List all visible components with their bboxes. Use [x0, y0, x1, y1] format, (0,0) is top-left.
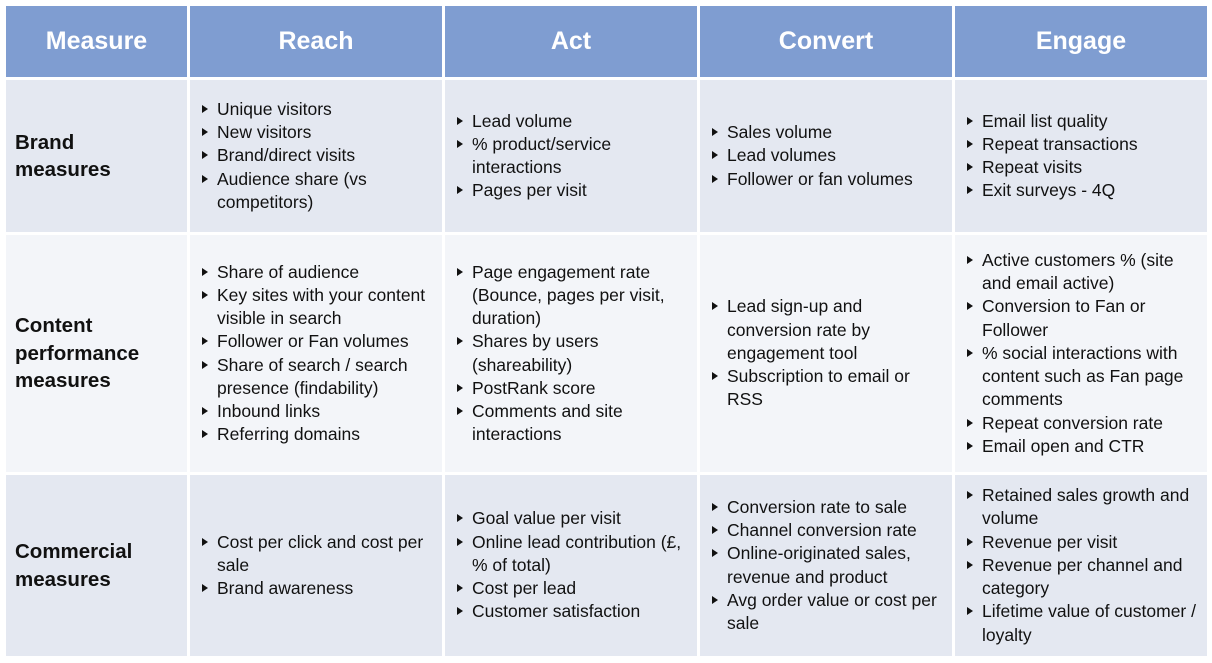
list-item: Repeat transactions: [965, 133, 1199, 156]
list-item: Pages per visit: [455, 179, 689, 202]
list-item: Brand/direct visits: [200, 144, 434, 167]
list-item: Follower or fan volumes: [710, 168, 944, 191]
list-item: Inbound links: [200, 400, 434, 423]
list-item: Online lead contribution (£, % of total): [455, 531, 689, 577]
row-label-line: Commercial: [15, 540, 133, 563]
table-row-commercial-measures: Commercial measures Cost per click and cos…: [6, 475, 1207, 656]
list-item: Email list quality: [965, 110, 1199, 133]
table-row-content-performance-measures: Content performance measures Share of audie…: [6, 235, 1207, 472]
list-item: Key sites with your content visible in s…: [200, 284, 434, 330]
list-item: Repeat visits: [965, 156, 1199, 179]
list-item: Brand awareness: [200, 577, 434, 600]
list-item: Active customers % (site and email activ…: [965, 249, 1199, 295]
list-item: Goal value per visit: [455, 507, 689, 530]
header-convert: Convert: [700, 6, 952, 77]
header-engage: Engage: [955, 6, 1207, 77]
row-label-line: measures: [15, 158, 111, 181]
row-label-commercial-measures: Commercial measures: [6, 475, 187, 656]
list-item: Cost per click and cost per sale: [200, 531, 434, 577]
measures-table-container: Measure Reach Act Convert Engage Brand me…: [6, 6, 1207, 657]
list-item: Exit surveys - 4Q: [965, 179, 1199, 202]
list-item: Unique visitors: [200, 98, 434, 121]
list-item: Referring domains: [200, 423, 434, 446]
bullet-list: Page engagement rate (Bounce, pages per …: [455, 261, 689, 447]
list-item: Retained sales growth and volume: [965, 484, 1199, 530]
list-item: Comments and site interactions: [455, 400, 689, 446]
measures-table: Measure Reach Act Convert Engage Brand me…: [3, 3, 1210, 659]
list-item: Online-originated sales, revenue and pro…: [710, 542, 944, 588]
list-item: Customer satisfaction: [455, 600, 689, 623]
list-item: % social interactions with content such …: [965, 342, 1199, 412]
list-item: Repeat conversion rate: [965, 412, 1199, 435]
list-item: % product/service interactions: [455, 133, 689, 179]
header-act: Act: [445, 6, 697, 77]
row-label-line: performance: [15, 341, 140, 365]
list-item: Lifetime value of customer / loyalty: [965, 600, 1199, 646]
list-item: Page engagement rate (Bounce, pages per …: [455, 261, 689, 331]
list-item: Follower or Fan volumes: [200, 330, 434, 353]
row-label-line: measures: [15, 567, 111, 591]
header-reach: Reach: [190, 6, 442, 77]
header-measure: Measure: [6, 6, 187, 77]
bullet-list: Lead sign-up and conversion rate by enga…: [710, 295, 944, 411]
row-label-brand-measures: Brand measures: [6, 80, 187, 232]
list-item: Subscription to email or RSS: [710, 365, 944, 411]
list-item: Lead volume: [455, 110, 689, 133]
list-item: Email open and CTR: [965, 435, 1199, 458]
list-item: Lead volumes: [710, 144, 944, 167]
table-header: Measure Reach Act Convert Engage: [6, 6, 1207, 77]
list-item: Shares by users (shareability): [455, 330, 689, 376]
list-item: Cost per lead: [455, 577, 689, 600]
list-item: Share of search / search presence (finda…: [200, 354, 434, 400]
list-item: Sales volume: [710, 121, 944, 144]
list-item: Conversion to Fan or Follower: [965, 295, 1199, 341]
bullet-list: Active customers % (site and email activ…: [965, 249, 1199, 458]
cell-content-performance-measures-convert: Lead sign-up and conversion rate by enga…: [700, 235, 952, 472]
list-item: Revenue per channel and category: [965, 554, 1199, 600]
header-row: Measure Reach Act Convert Engage: [6, 6, 1207, 77]
list-item: Audience share (vs competitors): [200, 168, 434, 214]
cell-content-performance-measures-act: Page engagement rate (Bounce, pages per …: [445, 235, 697, 472]
row-label-line: Content: [15, 314, 93, 338]
list-item: Channel conversion rate: [710, 519, 944, 542]
cell-content-performance-measures-engage: Active customers % (site and email activ…: [955, 235, 1207, 472]
cell-brand-measures-act: Lead volume% product/service interaction…: [445, 80, 697, 232]
row-label-line: measures: [15, 369, 111, 393]
row-label-line: Brand: [15, 130, 75, 154]
list-item: Revenue per visit: [965, 531, 1199, 554]
list-item: Conversion rate to sale: [710, 496, 944, 519]
bullet-list: Lead volume% product/service interaction…: [455, 110, 689, 203]
list-item: New visitors: [200, 121, 434, 144]
row-label-content-performance-measures: Content performance measures: [6, 235, 187, 472]
list-item: Lead sign-up and conversion rate by enga…: [710, 295, 944, 365]
list-item: PostRank score: [455, 377, 689, 400]
list-item: Avg order value or cost per sale: [710, 589, 944, 635]
list-item: Share of audience: [200, 261, 434, 284]
